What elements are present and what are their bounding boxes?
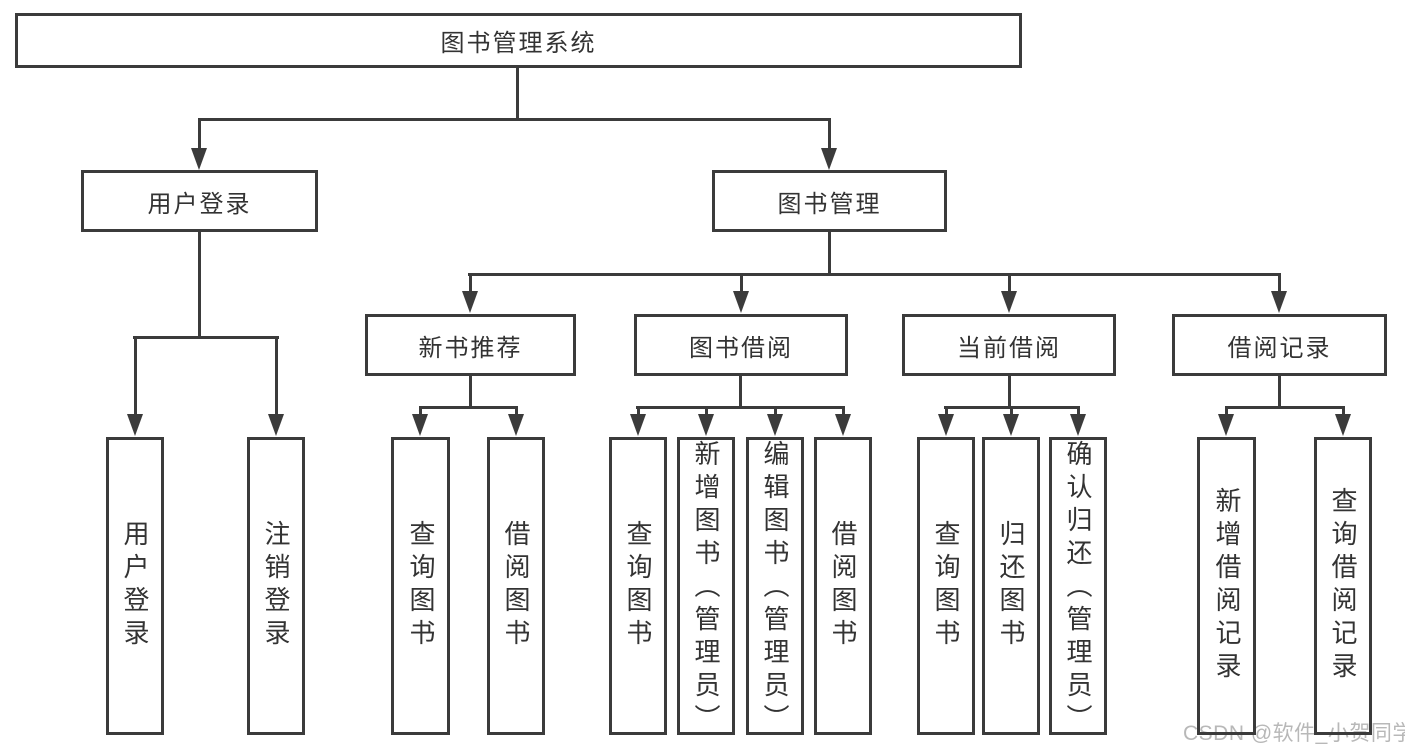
arrow-shaft: [134, 336, 137, 416]
leaf-query-books: 查询图书: [609, 437, 667, 735]
arrow-head: [835, 414, 851, 436]
leaf-logout: 注销登录: [247, 437, 305, 735]
arrow-head: [733, 291, 749, 313]
arrow-shaft: [469, 273, 472, 293]
watermark-text: CSDN @软件_小贺同学: [1183, 722, 1405, 745]
connector-line: [469, 376, 472, 408]
connector-line: [1008, 376, 1011, 408]
arrow-head: [821, 148, 837, 170]
connector-line: [636, 406, 845, 409]
arrow-shaft: [1278, 273, 1281, 293]
connector-line: [828, 232, 831, 276]
arrow-head: [412, 414, 428, 436]
arrow-shaft: [705, 406, 708, 416]
arrow-head: [1003, 414, 1019, 436]
arrow-shaft: [198, 118, 201, 150]
connector-line: [419, 406, 518, 409]
arrow-shaft: [1010, 406, 1013, 416]
connector-line: [198, 232, 201, 336]
arrow-shaft: [774, 406, 777, 416]
arrow-head: [268, 414, 284, 436]
arrow-head: [1001, 291, 1017, 313]
node-current-borrowing: 当前借阅: [902, 314, 1116, 376]
connector-line: [468, 273, 1281, 276]
arrow-shaft: [945, 406, 948, 416]
node-book-management: 图书管理: [712, 170, 947, 232]
arrow-shaft: [1342, 406, 1345, 416]
arrow-shaft: [740, 273, 743, 293]
arrow-head: [1271, 291, 1287, 313]
node-borrow-records: 借阅记录: [1172, 314, 1387, 376]
arrow-head: [630, 414, 646, 436]
arrow-shaft: [828, 118, 831, 150]
leaf-return-books: 归还图书: [982, 437, 1040, 735]
arrow-head: [508, 414, 524, 436]
arrow-head: [191, 148, 207, 170]
arrow-shaft: [1008, 273, 1011, 293]
node-book-borrowing: 图书借阅: [634, 314, 848, 376]
arrow-shaft: [419, 406, 422, 416]
arrow-shaft: [1225, 406, 1228, 416]
leaf-borrow-books: 借阅图书: [814, 437, 872, 735]
leaf-query-borrow-record: 查询借阅记录: [1314, 437, 1372, 735]
arrow-shaft: [1077, 406, 1080, 416]
leaf-edit-book-admin: 编辑图书（管理员）: [746, 437, 804, 737]
arrow-shaft: [515, 406, 518, 416]
arrow-head: [1335, 414, 1351, 436]
leaf-confirm-return-admin: 确认归还（管理员）: [1049, 437, 1107, 737]
node-library-management-system: 图书管理系统: [15, 13, 1022, 68]
leaf-add-borrow-record: 新增借阅记录: [1197, 437, 1256, 735]
leaf-add-book-admin: 新增图书（管理员）: [677, 437, 735, 737]
connector-line: [1278, 376, 1281, 408]
arrow-shaft: [637, 406, 640, 416]
node-new-book-recommend: 新书推荐: [365, 314, 576, 376]
connector-line: [739, 376, 742, 408]
leaf-query-books: 查询图书: [391, 437, 450, 735]
arrow-head: [938, 414, 954, 436]
node-user-login-group: 用户登录: [81, 170, 318, 232]
arrow-head: [127, 414, 143, 436]
connector-line: [198, 118, 831, 121]
leaf-borrow-books: 借阅图书: [487, 437, 545, 735]
connector-line: [516, 68, 519, 118]
arrow-head: [698, 414, 714, 436]
arrow-head: [767, 414, 783, 436]
connector-line: [1225, 406, 1345, 409]
arrow-head: [1070, 414, 1086, 436]
connector-line: [133, 336, 279, 339]
leaf-query-books: 查询图书: [917, 437, 975, 735]
arrow-head: [462, 291, 478, 313]
leaf-user-login: 用户登录: [106, 437, 164, 735]
arrow-shaft: [275, 336, 278, 416]
arrow-shaft: [842, 406, 845, 416]
arrow-head: [1218, 414, 1234, 436]
